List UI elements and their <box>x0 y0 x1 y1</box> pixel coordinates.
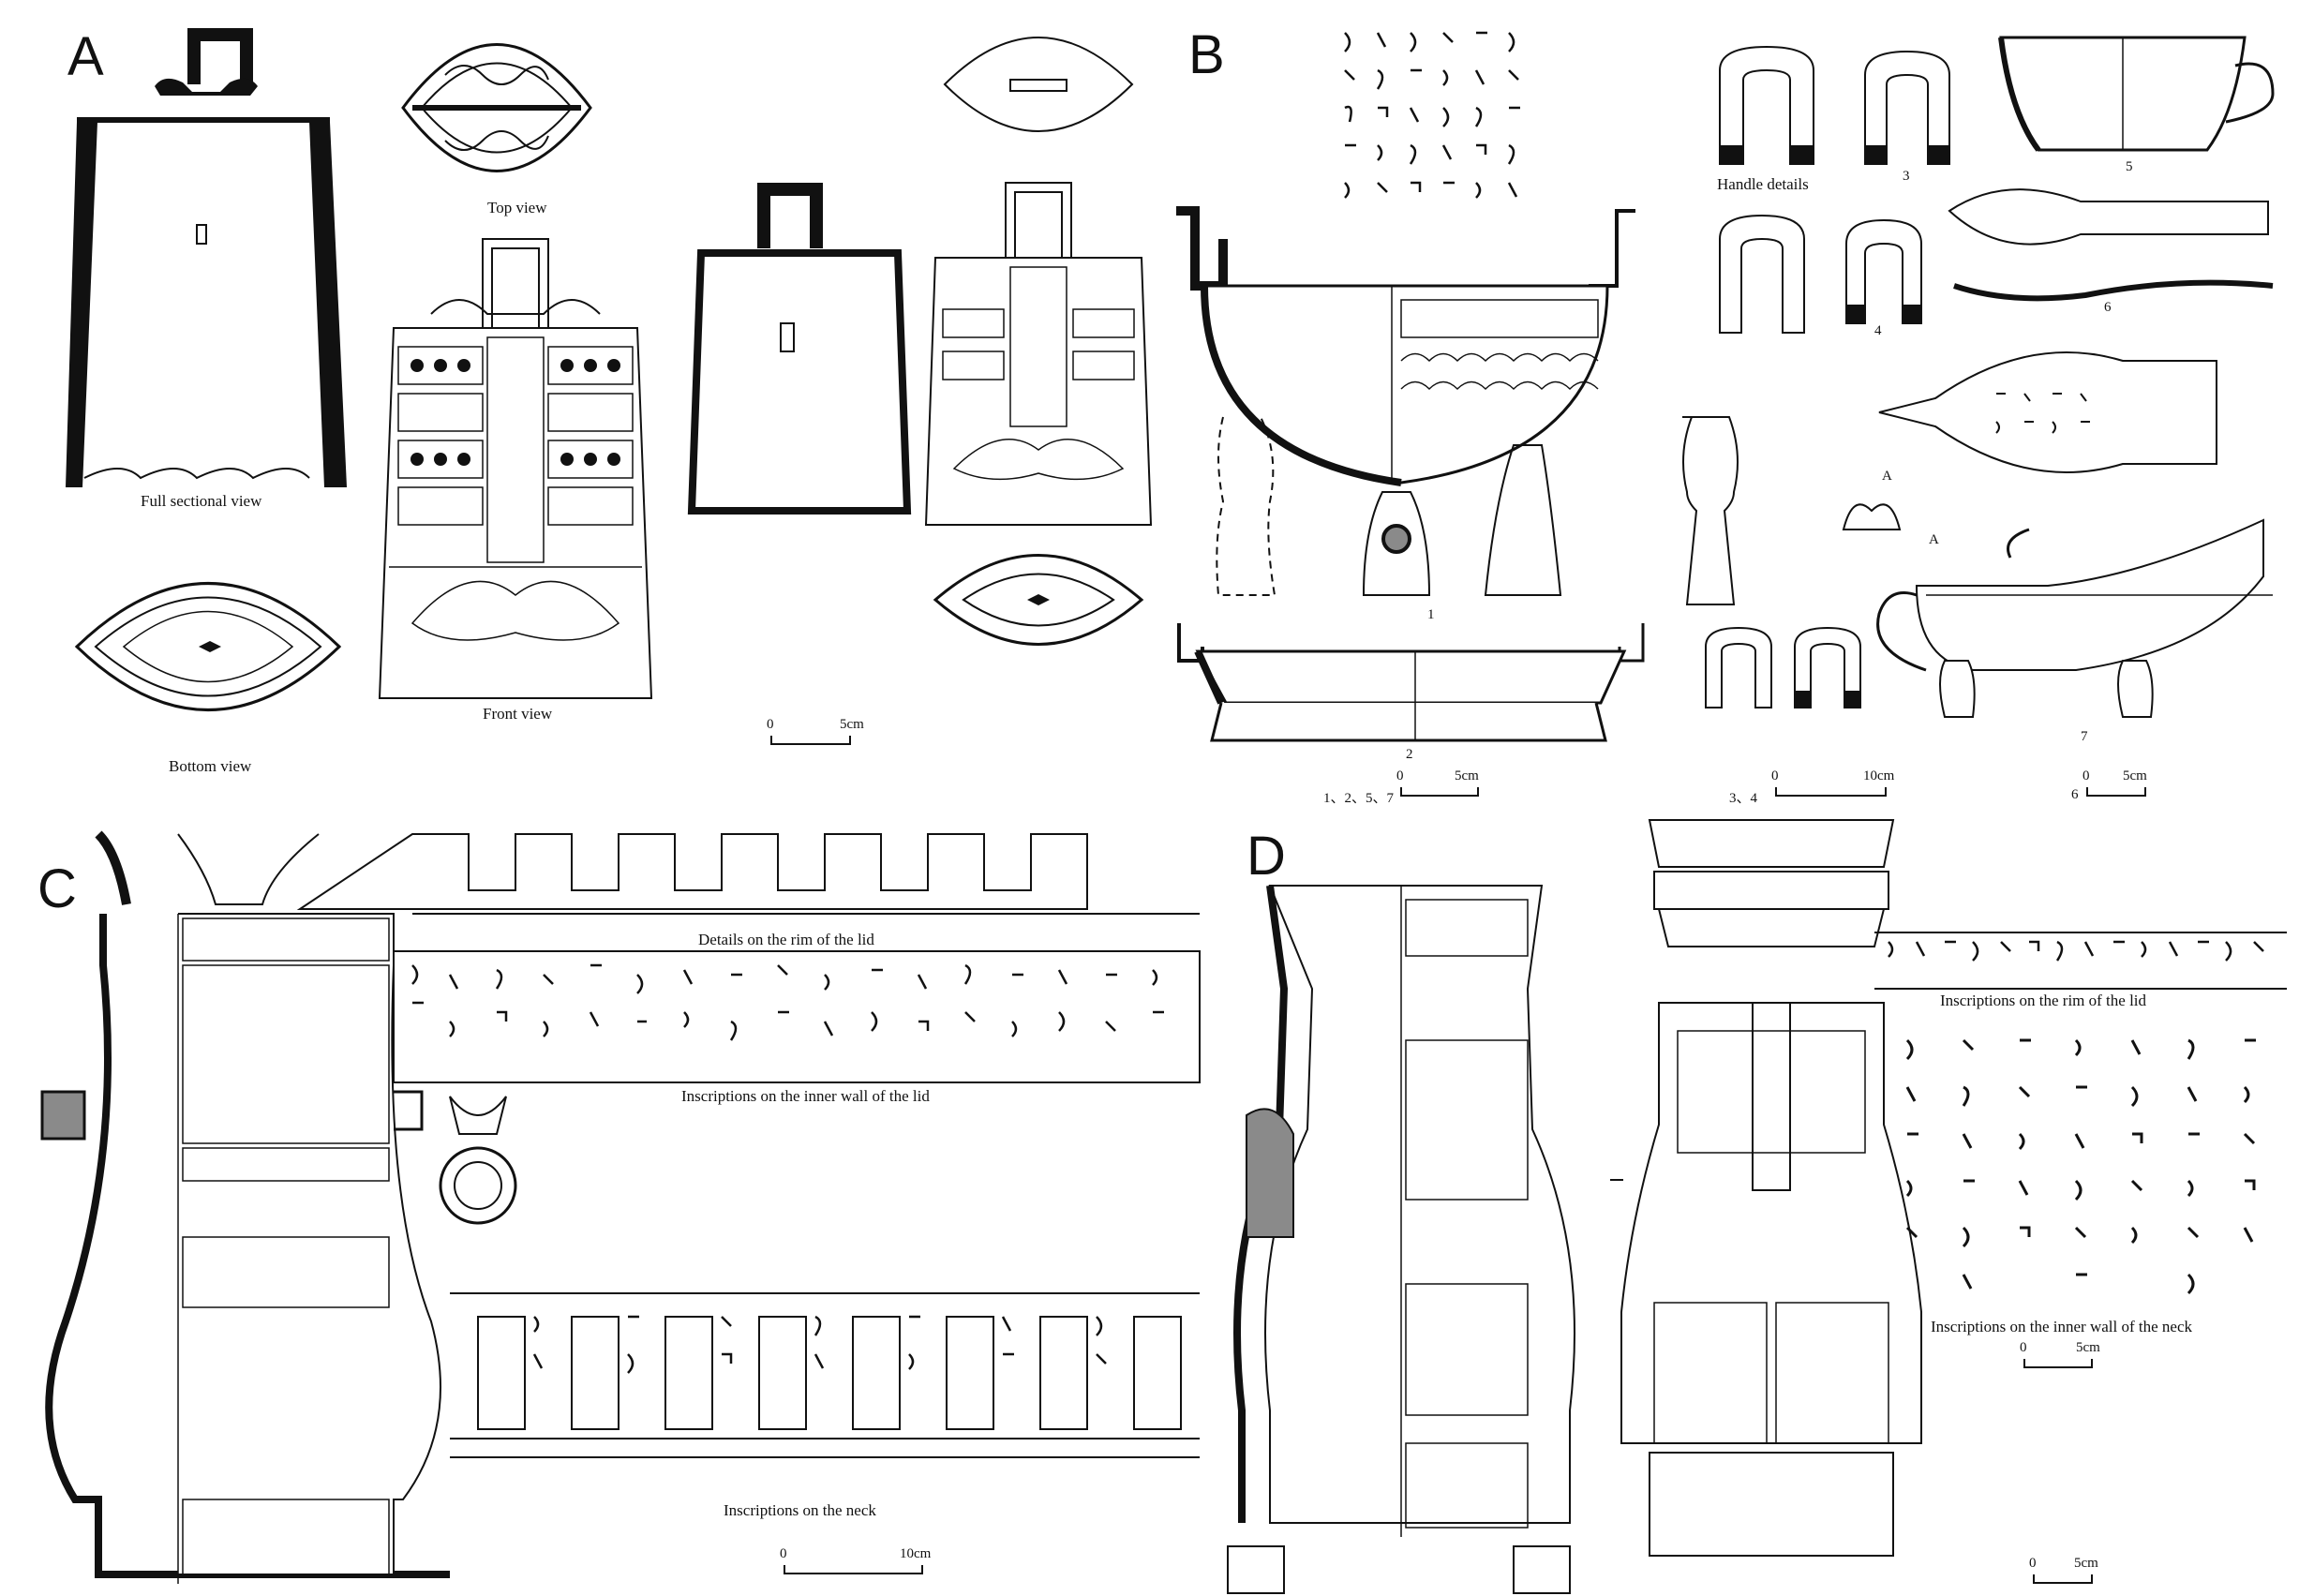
hu-neck-inscriptions <box>450 1292 1200 1458</box>
panel-label-b: B <box>1188 24 1225 85</box>
spouted-vessel-top <box>1878 351 2217 473</box>
spouted-vessel-side <box>1876 518 2273 718</box>
bell-section-small <box>687 183 912 515</box>
handle-detail-1 <box>1719 45 1814 165</box>
panel-label-d: D <box>1247 826 1286 887</box>
item-number-5: 5 <box>2126 159 2133 174</box>
caption-top-view: Top view <box>487 199 547 216</box>
bell-bottom-small <box>933 554 1144 646</box>
item-number-6: 6 <box>2104 300 2112 315</box>
fanghu-front-drawing <box>1620 819 1922 1557</box>
item-number-7: 7 <box>2081 729 2088 744</box>
handle-detail-4a <box>1719 214 1805 334</box>
bell-bottom-view <box>74 582 342 711</box>
ding-vessel-drawing <box>1176 206 1635 596</box>
caption-neck: Inscriptions on the neck <box>724 1501 876 1519</box>
caption-inner-neck: Inscriptions on the inner wall of the ne… <box>1931 1318 2193 1335</box>
item-number-3: 3 <box>1903 169 1910 184</box>
fanghu-section-drawing <box>1227 885 1575 1594</box>
caption-inner-wall: Inscriptions on the inner wall of the li… <box>681 1087 930 1105</box>
caption-rim-inscriptions: Inscriptions on the rim of the lid <box>1940 992 2147 1009</box>
fanghu-rim-inscriptions <box>1874 932 2287 990</box>
ladle-drawing <box>1948 188 2274 302</box>
ding-inscription-block <box>1344 31 1520 199</box>
separator-dash-d <box>1610 1179 1623 1181</box>
caption-full-sectional: Full sectional view <box>141 492 262 510</box>
caption-bottom-view: Bottom view <box>169 757 252 775</box>
hu-vessel-drawing <box>40 830 450 1584</box>
section-mark-a: A <box>1882 469 1892 484</box>
hu-lid-inner-inscriptions <box>393 950 1201 1083</box>
hu-ring-handle-detail <box>439 1096 517 1225</box>
cup-vessel-drawing <box>1998 36 2275 152</box>
panel-label-a: A <box>67 26 104 87</box>
hu-lid-rim-detail <box>296 833 1200 915</box>
caption-front-view: Front view <box>483 705 553 723</box>
handle-detail-small-pair <box>1705 626 1861 709</box>
panel-label-c: C <box>37 858 77 919</box>
basin-vessel-drawing <box>1177 623 1645 742</box>
spouted-vessel-ornament-a <box>1842 503 1902 530</box>
item-number-2: 2 <box>1406 747 1413 762</box>
bell-front-view <box>378 238 653 699</box>
item-number-1: 1 <box>1427 607 1435 622</box>
bell-sectional-drawing <box>66 28 347 487</box>
caption-rim-details: Details on the rim of the lid <box>698 931 874 948</box>
section-mark-a-2: A <box>1929 532 1939 547</box>
fanghu-inner-neck-inscriptions <box>1905 1038 2256 1295</box>
bell-top-view <box>401 43 592 172</box>
handle-detail-3 <box>1864 50 1950 165</box>
ding-leg-detail <box>1682 416 1739 605</box>
caption-handle-details: Handle details <box>1717 175 1809 193</box>
bell-front-small <box>924 37 1153 526</box>
item-number-4: 4 <box>1874 323 1882 338</box>
handle-detail-4b <box>1845 218 1922 324</box>
